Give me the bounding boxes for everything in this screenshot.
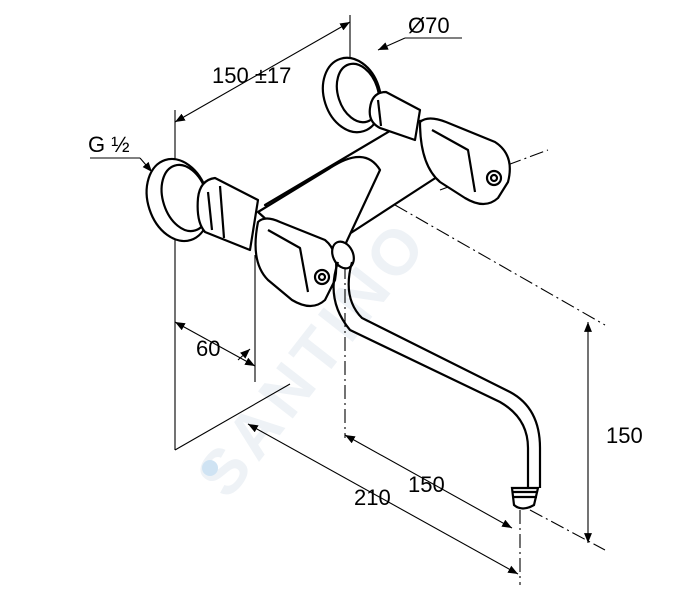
dim-reach-total: 210 (354, 485, 391, 510)
watermark-dot (202, 460, 218, 476)
dim-thread: G ½ (88, 132, 130, 157)
dim-spacing: 150 ±17 (212, 63, 291, 88)
dim-rosette-diameter: Ø70 (408, 13, 450, 38)
dim-spout-height: 150 (606, 423, 643, 448)
dim-wall-offset: 60 (196, 336, 220, 361)
faucet-body (145, 56, 511, 308)
dim-reach-spout: 150 (408, 472, 445, 497)
dimension-lines (90, 21, 592, 575)
spout (332, 261, 542, 510)
